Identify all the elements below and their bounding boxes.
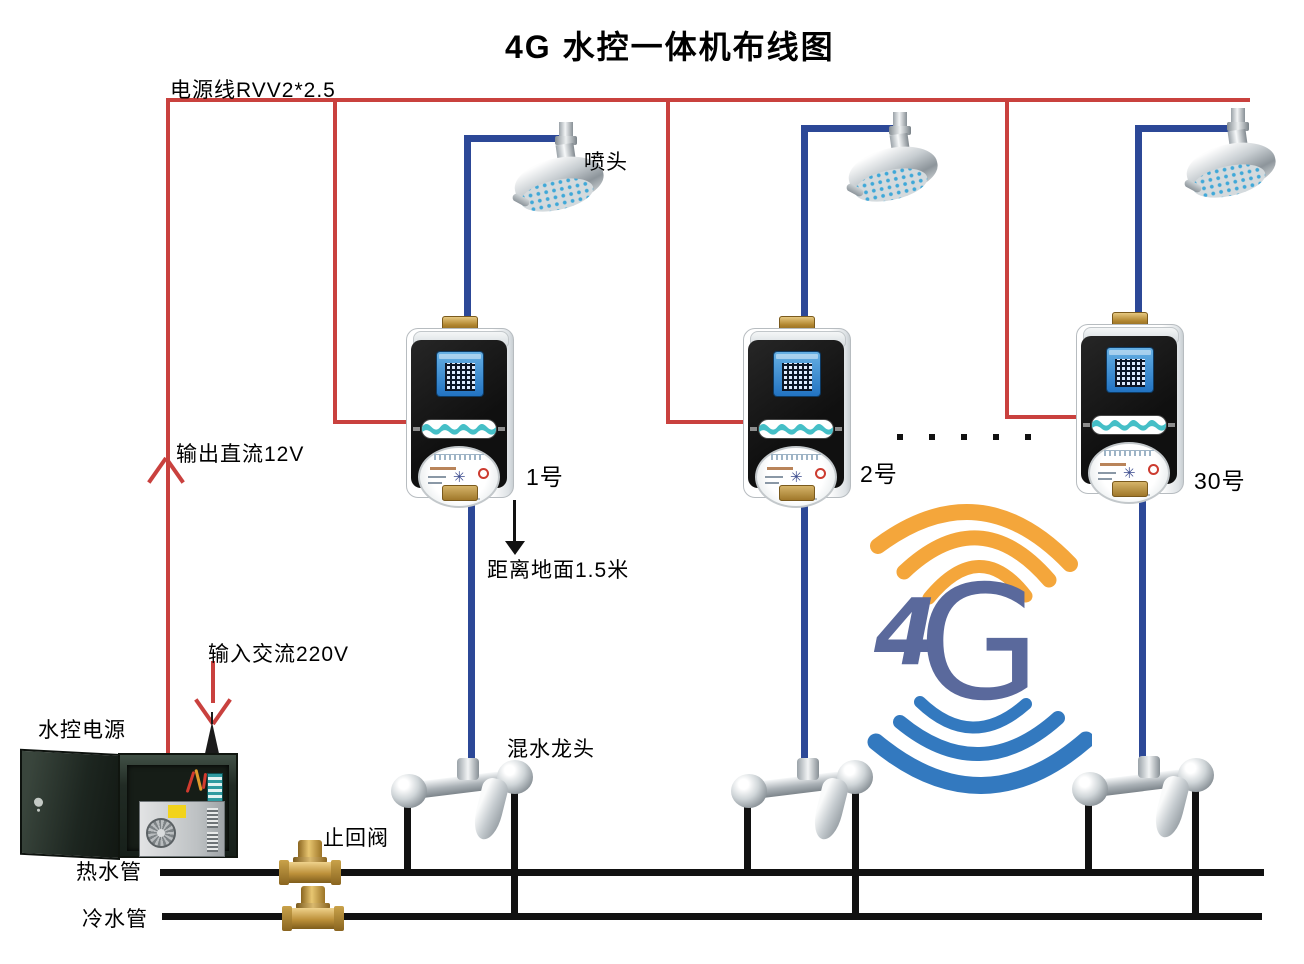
power-box-cabinet <box>118 753 238 858</box>
power-supply-module <box>139 801 225 857</box>
shower-head-label: 喷头 <box>584 151 628 174</box>
ellipsis-dots <box>897 434 1031 440</box>
ac-input-label: 输入交流220V <box>208 643 350 666</box>
shower-head <box>844 112 952 228</box>
brass-outlet <box>779 485 815 501</box>
shower-line3-vertical <box>1135 125 1142 320</box>
check-valve-hot <box>279 836 341 886</box>
check-valve-cold <box>282 882 344 932</box>
brass-inlet <box>779 316 815 331</box>
shower-head <box>510 122 618 238</box>
hot-water-pipe <box>160 869 1264 876</box>
faucet2-cold-stub <box>852 774 859 920</box>
cold-water-pipe <box>162 913 1262 920</box>
mixing-faucet-label: 混水龙头 <box>507 738 595 761</box>
unit30-label: 30号 <box>1194 468 1246 494</box>
antenna-icon <box>204 722 220 758</box>
shower-line2-horizontal <box>801 125 902 132</box>
qr-screen <box>1107 348 1153 392</box>
ac-input-arrow-line <box>211 661 215 703</box>
faucet-line1-drop <box>468 494 475 772</box>
card-swipe-slot <box>759 420 833 438</box>
power-wire-unit2-drop <box>666 98 670 424</box>
qr-code-icon <box>782 363 812 391</box>
faucet3-cold-stub <box>1192 772 1199 920</box>
distance-label: 距离地面1.5米 <box>487 559 630 582</box>
power-wire-main-horizontal <box>166 98 1250 102</box>
shower-line1-horizontal <box>464 135 568 142</box>
qr-screen <box>774 352 820 396</box>
brass-outlet <box>442 485 478 501</box>
qr-screen <box>437 352 483 396</box>
power-wire-unit1-drop <box>333 98 337 424</box>
check-valve-label: 止回阀 <box>323 827 389 850</box>
dc-flow-arrow-icon <box>147 456 168 484</box>
faucet1-cold-stub <box>511 772 518 920</box>
antenna-icon <box>211 712 213 724</box>
shower-line2-vertical <box>801 125 808 325</box>
diagram-title: 4G 水控一体机布线图 <box>505 29 835 65</box>
faucet2-hot-stub <box>744 806 751 876</box>
power-wire-unit2-branch <box>666 420 748 424</box>
logo-4-text: 4 <box>873 579 938 686</box>
power-supply-label: 水控电源 <box>38 719 126 742</box>
shower-line1-vertical <box>464 135 471 325</box>
mixing-faucet <box>391 748 533 860</box>
mixing-faucet <box>731 748 873 860</box>
water-meter-dial: ✳ <box>418 446 500 508</box>
shower-head <box>1182 108 1290 224</box>
qr-code-icon <box>445 363 475 391</box>
qr-code-icon <box>1115 359 1145 387</box>
power-wire-unit1-branch <box>333 420 411 424</box>
hot-pipe-label: 热水管 <box>76 861 142 884</box>
height-arrow-line <box>513 500 516 542</box>
dc-output-label: 输出直流12V <box>176 443 305 466</box>
water-controller-unit-1: ✳ <box>406 316 514 508</box>
faucet-line3-drop <box>1139 491 1146 768</box>
faucet1-hot-stub <box>404 806 411 876</box>
unit1-label: 1号 <box>526 464 564 490</box>
mixing-faucet <box>1072 746 1214 858</box>
height-arrow-icon <box>505 541 525 555</box>
cold-pipe-label: 冷水管 <box>82 908 148 931</box>
4g-logo: 4 G <box>867 504 1092 794</box>
card-swipe-slot <box>1092 416 1166 434</box>
unit2-label: 2号 <box>860 461 898 487</box>
power-line-label: 电源线RVV2*2.5 <box>170 79 336 102</box>
power-wire-main-vertical <box>166 98 170 760</box>
water-controller-unit-2: ✳ <box>743 316 851 508</box>
power-wire-unit3-branch <box>1005 415 1081 419</box>
fan-icon <box>146 818 176 848</box>
power-box-door <box>20 748 120 860</box>
keyhole-icon <box>34 797 43 807</box>
brass-outlet <box>1112 481 1148 497</box>
brass-inlet <box>1112 312 1148 327</box>
brass-inlet <box>442 316 478 331</box>
faucet-line2-drop <box>801 494 808 770</box>
shower-line3-horizontal <box>1135 125 1239 132</box>
power-wire-unit3-drop <box>1005 98 1009 419</box>
card-swipe-slot <box>422 420 496 438</box>
faucet3-hot-stub <box>1085 804 1092 876</box>
water-controller-unit-30: ✳ <box>1076 312 1184 504</box>
